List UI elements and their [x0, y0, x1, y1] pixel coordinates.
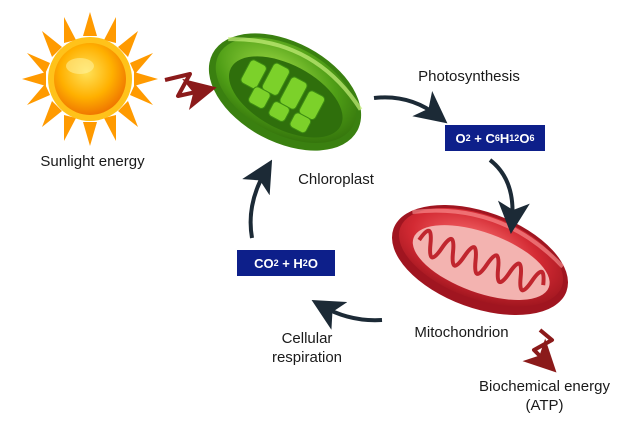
sunlight-energy-arrow	[164, 72, 217, 110]
sun-icon	[22, 12, 158, 146]
formula-o: O	[519, 130, 530, 146]
formula-h2: H	[293, 255, 303, 271]
reactants-to-chloroplast-arrow	[242, 159, 273, 239]
formula-o-water: O	[307, 255, 318, 271]
biochemical-energy-line2: (ATP)	[525, 397, 564, 414]
biochemical-energy-line1: Biochemical energy	[479, 378, 610, 395]
formula-o2: O	[455, 130, 466, 146]
atp-energy-arrow	[522, 328, 557, 373]
mitochondrion-icon	[392, 205, 568, 315]
chloroplast-icon	[208, 33, 363, 151]
products-to-mitochondrion-arrow	[488, 158, 530, 234]
respiration-arrow	[311, 300, 383, 330]
photosynthesis-arrow	[373, 91, 448, 124]
formula-c: C	[485, 130, 495, 146]
formula-co2: CO	[254, 255, 274, 271]
cellular-respiration-line2: respiration	[271, 349, 343, 366]
mitochondrion-label: Mitochondrion	[414, 324, 509, 341]
photosynthesis-label: Photosynthesis	[418, 68, 520, 85]
biochemical-energy-label: Biochemical energy (ATP)	[462, 377, 627, 415]
cellular-respiration-line1: Cellular	[281, 330, 333, 347]
formula-plus: +	[470, 130, 486, 146]
formula-h: H	[499, 130, 510, 146]
formula-plus-2: +	[278, 255, 294, 271]
sunlight-energy-label: Sunlight energy	[40, 153, 145, 170]
chloroplast-label: Chloroplast	[298, 171, 374, 188]
cellular-respiration-label: Cellular respiration	[262, 329, 352, 367]
